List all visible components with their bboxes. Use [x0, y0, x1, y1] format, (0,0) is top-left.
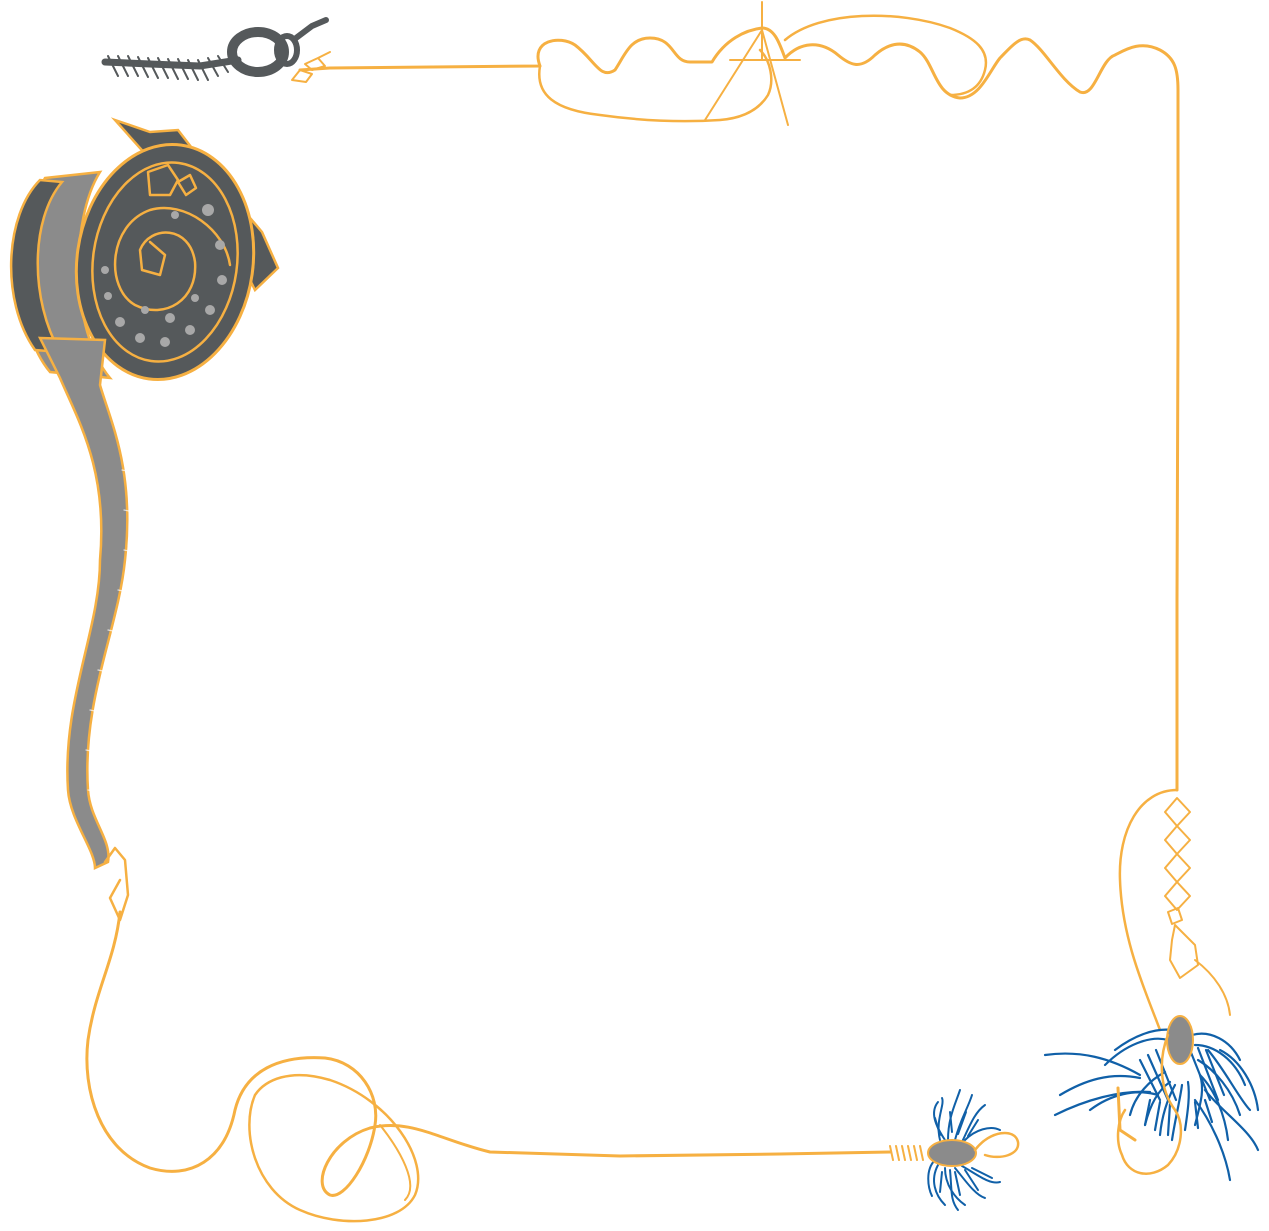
large-fly-feathers: [1043, 1028, 1260, 1182]
swivel-shank-hatching: [107, 55, 229, 81]
bottom-line-inner-loop: [379, 1124, 412, 1201]
right-fishing-line: [1118, 788, 1231, 1032]
top-line-cross: [704, 1, 801, 126]
reel-face-inner-ring: [91, 161, 239, 363]
swivel-icon: [101, 17, 329, 81]
left-bottom-line-path: [85, 910, 892, 1197]
reel-line-strap: [37, 336, 129, 870]
top-line-slack: [538, 48, 773, 123]
large-fly-body: [1166, 1015, 1194, 1065]
swivel-shank: [101, 56, 242, 70]
small-fly-wrap: [889, 1145, 924, 1161]
large-fly-hook: [1116, 1033, 1183, 1175]
right-line-chain: [1164, 797, 1199, 979]
right-line-trailing: [1194, 959, 1231, 1016]
left-line-knot: [103, 846, 130, 922]
swivel-knot: [291, 51, 331, 83]
small-fly-hook-loop: [973, 1131, 1020, 1159]
swivel-tip: [293, 17, 329, 41]
bottom-line-big-loop: [248, 1073, 420, 1223]
top-line-wide-loop: [783, 14, 988, 97]
top-line-path: [298, 26, 1180, 792]
fishing-fly-icon: [889, 1089, 1020, 1211]
fishing-reel-icon: [10, 117, 280, 870]
reel-strap-hatching: [85, 429, 135, 793]
large-fly-hook-barb: [1116, 1086, 1137, 1142]
top-fishing-line: [291, 1, 1180, 792]
fishing-fly-icon: [1043, 1015, 1260, 1182]
swivel-barrel: [274, 33, 300, 67]
reel-spiral: [113, 206, 232, 312]
reel-knob: [146, 163, 198, 197]
small-fly-body: [927, 1139, 977, 1167]
small-fly-feathers: [927, 1089, 1001, 1211]
reel-holes: [101, 204, 227, 347]
bottom-fishing-line: [85, 846, 892, 1223]
right-line-side-loop: [1118, 788, 1179, 1032]
swivel-eye: [227, 27, 289, 77]
